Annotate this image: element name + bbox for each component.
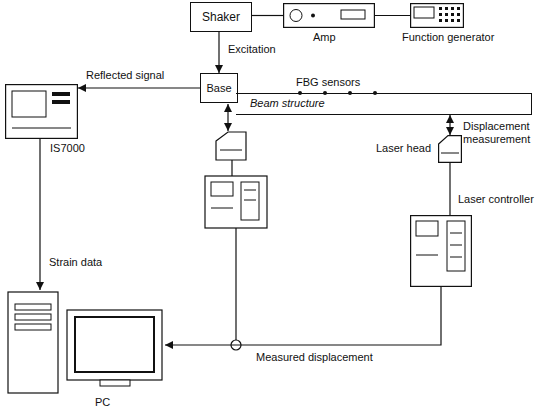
line-art bbox=[439, 136, 462, 163]
amp-device: Amp bbox=[283, 3, 375, 28]
line-art bbox=[445, 19, 448, 22]
line-art bbox=[290, 10, 302, 22]
beam-structure: FBG sensorsBeam structure bbox=[236, 93, 532, 115]
line-art bbox=[15, 324, 51, 330]
line-art bbox=[414, 7, 434, 18]
line-art bbox=[341, 10, 365, 19]
connector bbox=[39, 139, 40, 290]
controller-slot bbox=[211, 208, 233, 209]
line-art bbox=[411, 4, 464, 28]
line-art bbox=[416, 221, 438, 236]
device-label: IS7000 bbox=[50, 142, 85, 155]
connector bbox=[252, 15, 283, 16]
box-label: Base bbox=[206, 82, 231, 95]
line-art bbox=[416, 255, 438, 256]
edge-label: Strain data bbox=[48, 256, 103, 269]
line-art bbox=[441, 153, 459, 154]
cable bbox=[235, 228, 236, 340]
line-art bbox=[457, 7, 460, 10]
fg-icon bbox=[410, 3, 464, 28]
line-art bbox=[15, 304, 51, 310]
line-art bbox=[67, 310, 162, 380]
laser-controller-symbol bbox=[205, 176, 267, 228]
ctrl-icon bbox=[410, 215, 472, 287]
device-label: Amp bbox=[313, 31, 336, 44]
laser-controller-device: Laser controller bbox=[410, 215, 472, 287]
line-art bbox=[450, 257, 462, 258]
line-art bbox=[447, 221, 465, 271]
device-label: Beam structure bbox=[250, 97, 325, 110]
laser-head-detail bbox=[220, 150, 242, 151]
line-art bbox=[12, 91, 46, 117]
laser-head-device: Laser head bbox=[438, 135, 462, 163]
head-icon bbox=[438, 135, 462, 163]
cable bbox=[231, 160, 232, 176]
amp-icon bbox=[283, 3, 375, 28]
controller-panel bbox=[241, 182, 259, 220]
edge-label: Measured displacement bbox=[255, 351, 374, 364]
line-art bbox=[75, 317, 154, 372]
measure-arrow bbox=[227, 104, 228, 131]
controller-slot bbox=[244, 200, 256, 201]
connector bbox=[449, 115, 450, 135]
controller-slot bbox=[244, 190, 256, 191]
line-art bbox=[52, 92, 70, 96]
line-art bbox=[52, 100, 70, 104]
connector bbox=[375, 15, 410, 16]
device-label: Function generator bbox=[402, 31, 494, 44]
line-art bbox=[451, 7, 454, 10]
laser-head-symbol bbox=[216, 132, 246, 160]
edge-label: Reflected signal bbox=[85, 69, 165, 82]
line-art bbox=[451, 19, 454, 22]
line-art bbox=[15, 314, 51, 320]
is-icon bbox=[5, 84, 78, 139]
is7000-device: IS7000 bbox=[5, 84, 78, 139]
line-art bbox=[311, 14, 315, 18]
edge-label: Excitation bbox=[227, 43, 277, 56]
box-label: Shaker bbox=[202, 11, 240, 24]
line-art bbox=[411, 216, 472, 287]
line-art bbox=[445, 7, 448, 10]
pc-icon bbox=[5, 290, 165, 395]
connector bbox=[218, 32, 219, 73]
controller-display bbox=[211, 182, 233, 196]
pc-device: PC bbox=[5, 290, 165, 395]
line-art bbox=[439, 13, 442, 16]
line-art bbox=[450, 233, 462, 234]
line-art bbox=[445, 13, 448, 16]
line-art bbox=[6, 85, 78, 139]
line-art bbox=[12, 128, 71, 129]
edge-label: Displacement measurement bbox=[462, 120, 544, 146]
connector bbox=[449, 163, 450, 215]
base-box: Base bbox=[200, 73, 238, 103]
device-label: Laser head bbox=[376, 142, 431, 155]
function-generator-device: Function generator bbox=[410, 3, 464, 28]
line-art bbox=[8, 292, 58, 393]
line-art bbox=[450, 245, 462, 246]
line-art bbox=[439, 7, 442, 10]
line-art bbox=[457, 13, 460, 16]
line-art bbox=[457, 19, 460, 22]
device-label: Laser controller bbox=[458, 193, 534, 206]
connector bbox=[165, 287, 441, 345]
line-art bbox=[100, 380, 130, 386]
device-label: PC bbox=[95, 396, 110, 409]
connector bbox=[78, 87, 200, 88]
line-art bbox=[451, 13, 454, 16]
line-art bbox=[284, 4, 375, 28]
line-art bbox=[439, 19, 442, 22]
shaker-box: Shaker bbox=[190, 2, 252, 32]
device-label: FBG sensors bbox=[296, 76, 360, 89]
